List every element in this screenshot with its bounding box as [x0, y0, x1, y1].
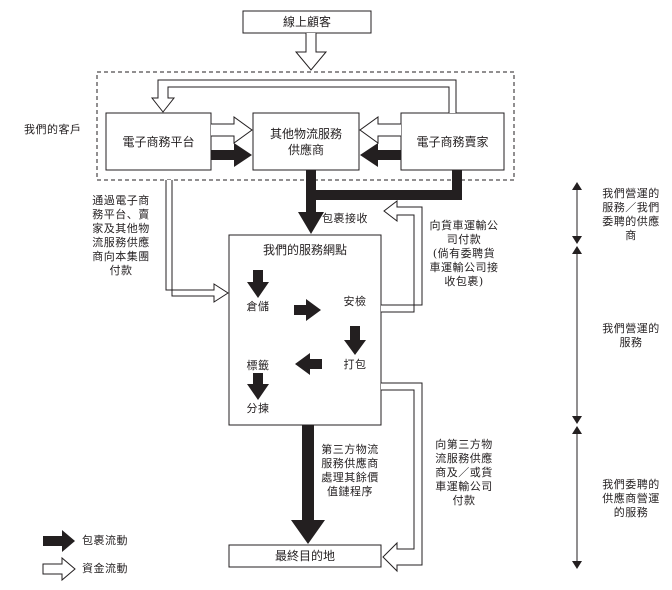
fund-flow-arrow-customer-payment [165, 180, 229, 303]
scope-label-line: 服務 [619, 336, 643, 349]
third-party-processing-line: 處理其餘價 [321, 471, 379, 484]
our-customers-label: 我們的客戶 [24, 123, 82, 136]
ecommerce-sellers-box [400, 112, 505, 171]
other-logistics-label: 其他物流服務 供應商 [253, 113, 359, 170]
scope-label-line: 我們營運的 [602, 187, 660, 200]
our-customers-group [96, 71, 515, 181]
third-party-processing-line: 第三方物流 [321, 443, 379, 456]
truck-payment-1-line: (倘有委聘貨 [432, 247, 496, 260]
final-destination-label: 最終目的地 [274, 549, 335, 563]
scope-label-3: 我們委聘的 供應商營運 的服務 [598, 478, 664, 520]
step-security-check: 安檢 [343, 295, 367, 308]
ecommerce-platform-label: 電子商務平台 [122, 134, 195, 149]
legend-fund-flow-label: 資金流動 [82, 562, 128, 575]
truck-payment-2-label: 向第三方物 流服務供應 商及／或貨 車運輸公司 付款 [432, 438, 496, 508]
scope-arrow-3-down [572, 561, 582, 569]
truck-payment-1-line: 司付款 [446, 233, 482, 246]
scope-label-line: 服務／我們 [602, 201, 660, 214]
scope-label-line: 我們營運的 [602, 322, 660, 335]
customer-payment-line: 務平台、賣 [92, 208, 150, 221]
step-storage: 倉儲 [246, 300, 270, 313]
fund-flow-arrow-truck-payment-1 [381, 199, 423, 313]
scope-label-line: 的服務 [613, 506, 649, 519]
scope-label-1: 我們營運的 服務／我們 委聘的供應 商 [598, 187, 664, 243]
truck-payment-2-line: 車運輸公司 [435, 480, 493, 493]
fund-flow-arrow-customers [294, 33, 328, 71]
other-logistics-label-line: 其他物流服務 [269, 126, 342, 141]
step-sorting: 分揀 [246, 402, 270, 415]
parcel-receipt-label: 包裹接收 [322, 212, 368, 225]
step-packing: 打包 [343, 358, 367, 371]
fund-flow-arrow-truck-payment-2 [381, 382, 423, 573]
customer-payment-line: 商向本集團 [92, 250, 150, 263]
third-party-processing-label: 第三方物流 服務供應商 處理其餘價 值鏈程序 [318, 443, 382, 499]
scope-label-line: 我們委聘的 [602, 478, 660, 491]
customer-payment-line: 通過電子商 [92, 194, 150, 207]
scope-label-2: 我們營運的 服務 [598, 322, 664, 350]
truck-payment-1-line: 收包裹) [444, 275, 484, 288]
step-arrow-storage-to-check [294, 299, 321, 321]
scope-arrow-2-up [572, 246, 582, 254]
other-logistics-box [252, 112, 360, 171]
step-arrow-pack-to-label [295, 353, 322, 375]
scope-arrow-1-down [572, 236, 582, 244]
scope-label-line: 商 [625, 229, 637, 242]
scope-label-line: 委聘的供應 [602, 215, 660, 228]
parcel-flow-arrow-platform-to-logistics [211, 143, 252, 167]
parcel-flow-arrow-seller-to-logistics [360, 143, 401, 167]
legend-parcel-flow-icon [43, 530, 75, 552]
service-network-label: 我們的服務網點 [262, 243, 347, 257]
scope-arrow-1-up [572, 182, 582, 190]
online-customers-label: 線上顧客 [282, 15, 331, 29]
step-arrow-label-to-sort [247, 373, 269, 400]
customer-payment-label: 通過電子商 務平台、賣 家及其他物 流服務供應 商向本集團 付款 [88, 194, 154, 278]
legend-fund-flow-icon [42, 556, 76, 582]
truck-payment-1-line: 車運輸公司接 [429, 261, 499, 274]
step-arrow-check-to-pack [344, 326, 366, 355]
third-party-processing-line: 值鏈程序 [327, 485, 373, 498]
customer-payment-line: 家及其他物 [92, 222, 150, 235]
fund-flow-arrow-platform-to-logistics [211, 116, 253, 144]
scope-arrow-3-up [572, 426, 582, 434]
step-labeling: 標籤 [246, 359, 270, 372]
legend-parcel-flow-label: 包裹流動 [82, 534, 128, 547]
ecommerce-platform-box [105, 112, 212, 171]
truck-payment-1-line: 向貨車運輸公 [429, 219, 499, 232]
parcel-flow-arrow-to-destination [291, 425, 325, 544]
ecommerce-sellers-label: 電子商務賣家 [416, 134, 489, 149]
scope-arrow-2-down [572, 416, 582, 424]
step-arrow-storage-down [247, 270, 269, 298]
truck-payment-1-label: 向貨車運輸公 司付款 (倘有委聘貨 車運輸公司接 收包裹) [428, 219, 500, 289]
truck-payment-2-line: 流服務供應 [435, 452, 493, 465]
fund-flow-arrow-seller-to-logistics [359, 116, 401, 144]
truck-payment-2-line: 向第三方物 [435, 438, 493, 451]
scope-label-line: 供應商營運 [602, 492, 660, 505]
final-destination-box [228, 544, 382, 568]
third-party-processing-line: 服務供應商 [321, 457, 379, 470]
customer-payment-line: 流服務供應 [92, 236, 150, 249]
other-logistics-label-line: 供應商 [287, 142, 324, 157]
customer-payment-line: 付款 [109, 264, 133, 277]
parcel-flow-arrow-to-service-network [298, 170, 462, 234]
truck-payment-2-line: 商及／或貨 [435, 466, 493, 479]
truck-payment-2-line: 付款 [452, 494, 476, 507]
fund-flow-arrow-seller-to-platform [150, 79, 457, 113]
